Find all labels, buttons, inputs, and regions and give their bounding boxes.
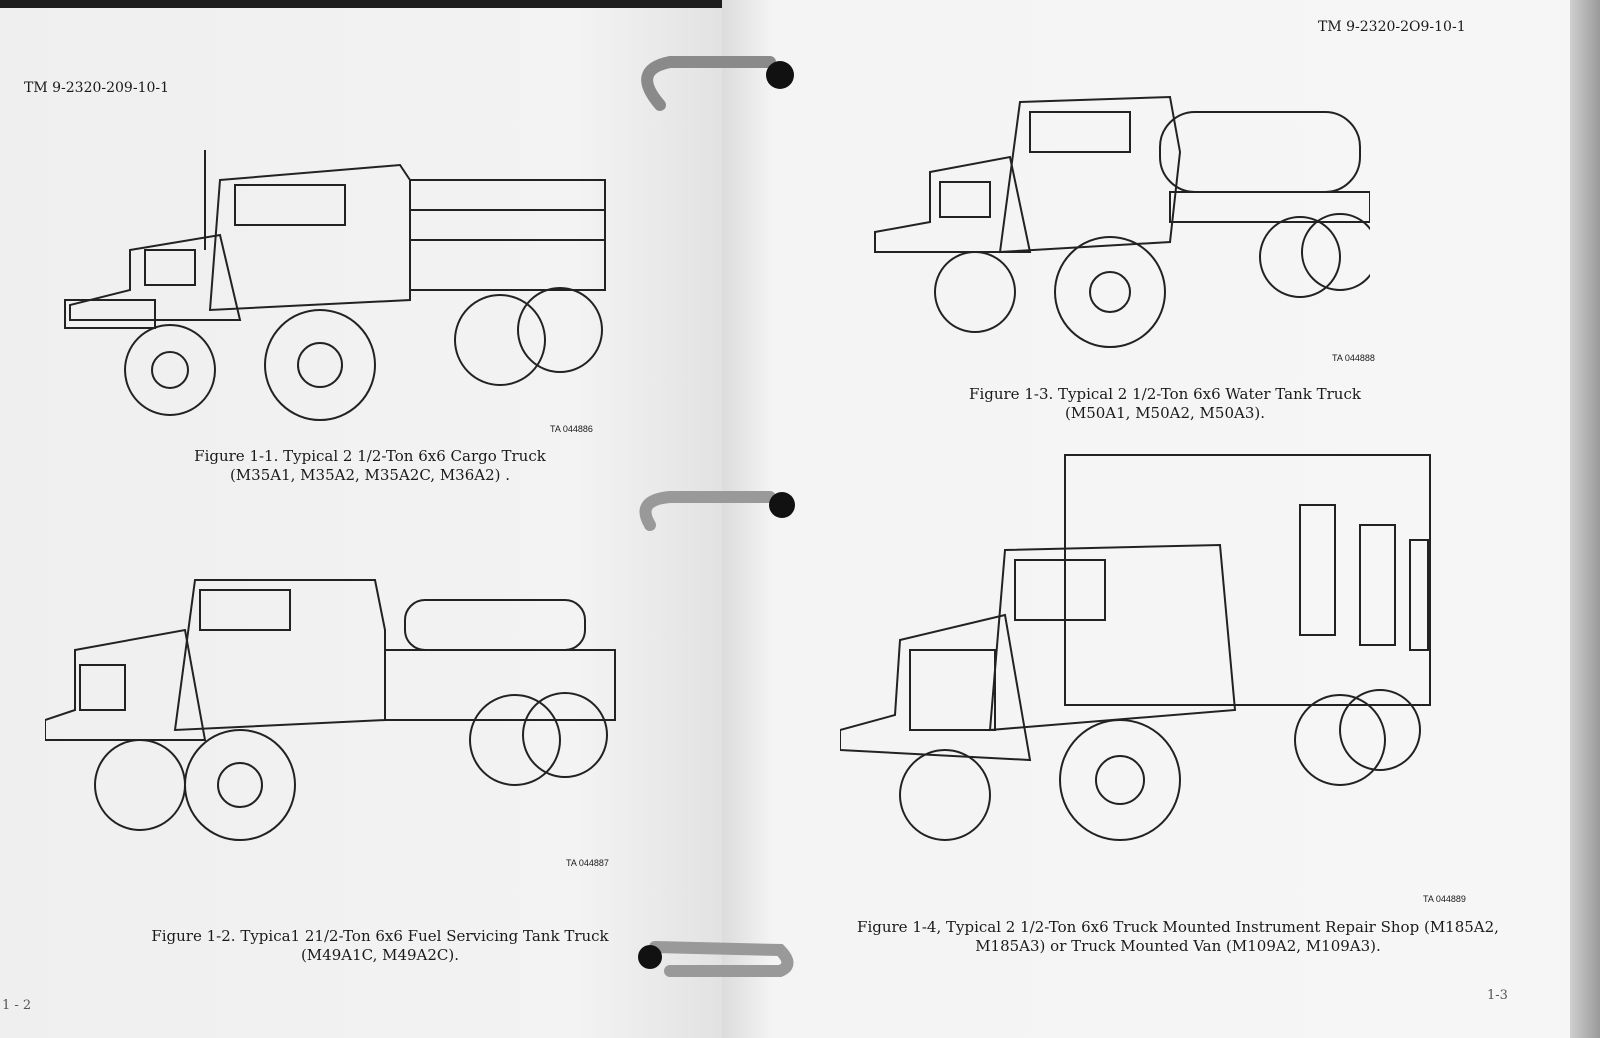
ta-number: TA 044886: [550, 424, 593, 434]
page-number: 1 - 2: [2, 998, 32, 1013]
ta-number: TA 044888: [1332, 353, 1375, 363]
fuel-tank-truck-illustration: [45, 579, 616, 841]
cargo-truck-illustration: [64, 150, 606, 421]
caption-line: Figure 1-1. Typical 2 1/2-Ton 6x6 Cargo …: [194, 447, 546, 465]
caption-line: Figure 1-3. Typical 2 1/2-Ton 6x6 Water …: [969, 385, 1361, 403]
left-page: [0, 0, 722, 1038]
instrument-repair-shop-truck-illustration: [840, 454, 1431, 841]
right-page-header: TM 9-2320-2O9-10-1: [1318, 19, 1466, 35]
binder-ring-top: [641, 56, 794, 111]
page-stack-edge: [1570, 0, 1600, 1038]
binder-ring-middle: [639, 491, 795, 531]
ta-number: TA 044887: [566, 858, 609, 868]
caption-line: M185A3) or Truck Mounted Van (M109A2, M1…: [975, 937, 1381, 955]
figure-caption-1-1: Figure 1-1. Typical 2 1/2-Ton 6x6 Cargo …: [130, 447, 610, 485]
figure-caption-1-2: Figure 1-2. Typica1 21/2-Ton 6x6 Fuel Se…: [130, 927, 630, 965]
page-number: 1-3: [1487, 988, 1508, 1003]
caption-line: (M50A1, M50A2, M50A3).: [1064, 404, 1265, 422]
left-page-header: TM 9-2320-209-10-1: [24, 80, 170, 96]
binder-ring-bottom: [638, 941, 794, 977]
caption-line: (M49A1C, M49A2C).: [300, 946, 460, 964]
figure-caption-1-4: Figure 1-4, Typical 2 1/2-Ton 6x6 Truck …: [838, 918, 1518, 956]
ta-number: TA 044889: [1423, 894, 1466, 904]
right-page: [722, 0, 1570, 1038]
caption-line: Figure 1-4, Typical 2 1/2-Ton 6x6 Truck …: [857, 918, 1499, 936]
figure-caption-1-3: Figure 1-3. Typical 2 1/2-Ton 6x6 Water …: [930, 385, 1400, 423]
caption-line: (M35A1, M35A2, M35A2C, M36A2) .: [229, 466, 511, 484]
caption-line: Figure 1-2. Typica1 21/2-Ton 6x6 Fuel Se…: [151, 927, 609, 945]
water-tank-truck-illustration: [874, 95, 1370, 348]
